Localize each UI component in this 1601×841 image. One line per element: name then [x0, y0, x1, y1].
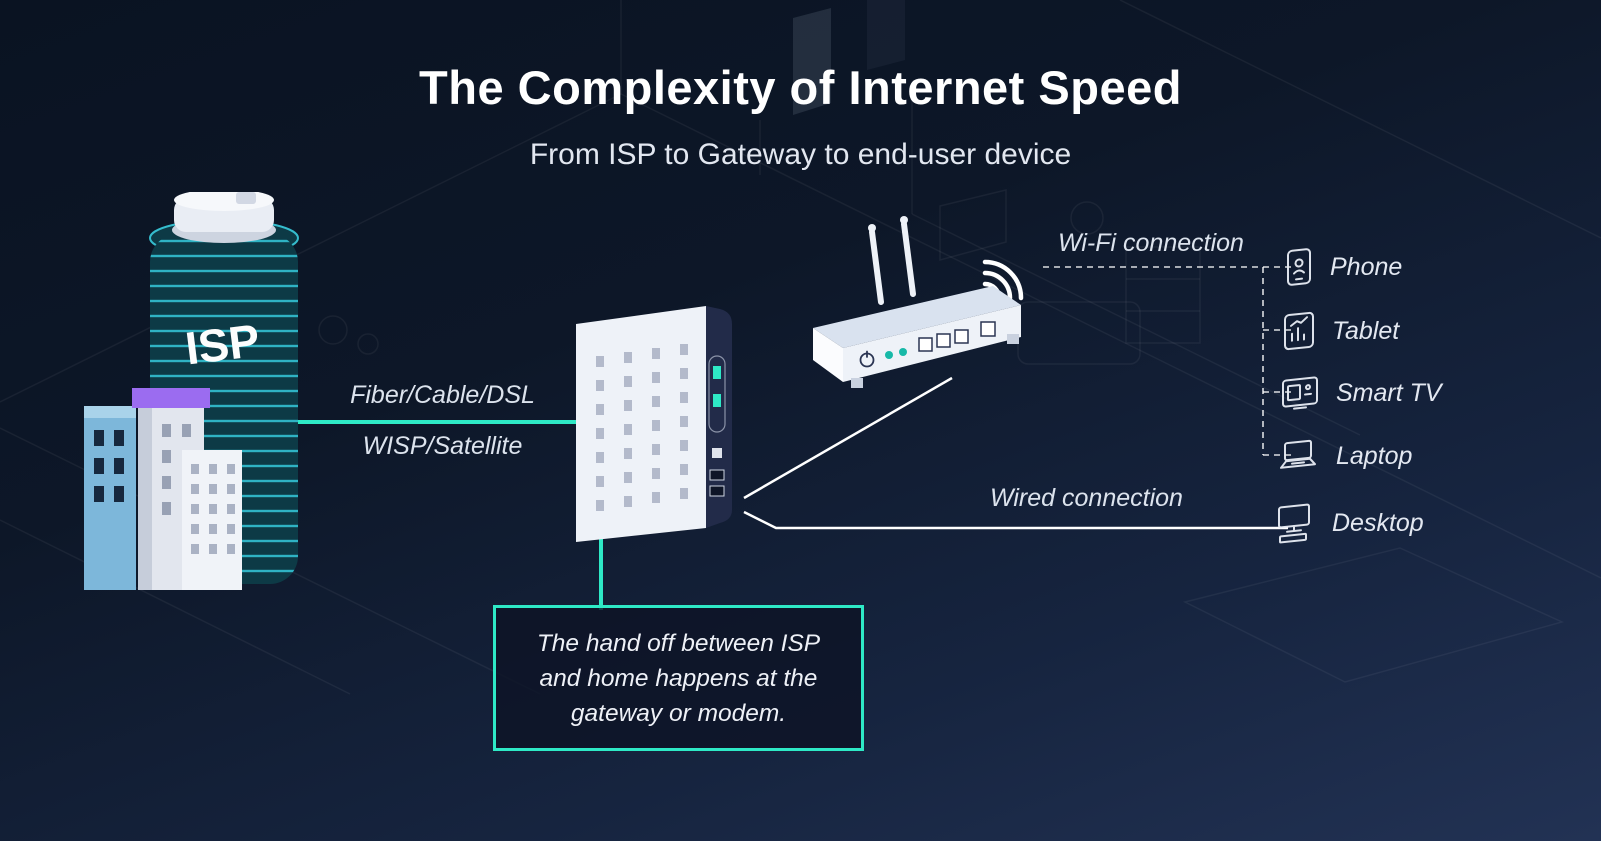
modem-led — [713, 366, 721, 379]
device-label: Laptop — [1336, 441, 1413, 470]
device-label: Desktop — [1332, 508, 1424, 537]
router-antenna — [868, 216, 916, 305]
tablet-icon — [1282, 309, 1316, 353]
device-row-smart-tv: Smart TV — [1280, 370, 1442, 416]
router-ports — [918, 321, 996, 352]
wired-connection-line — [743, 510, 1288, 530]
wifi-dashed-line — [1043, 266, 1292, 456]
isp-label: ISP — [182, 314, 262, 375]
device-row-laptop: Laptop — [1276, 433, 1412, 479]
device-label: Smart TV — [1336, 378, 1442, 407]
device-label: Phone — [1330, 252, 1403, 281]
callout-line: gateway or modem. — [570, 699, 787, 727]
router-power-icon — [859, 350, 875, 368]
laptop-icon — [1276, 437, 1320, 476]
router-illustration — [813, 216, 1021, 388]
desktop-icon — [1272, 501, 1316, 546]
router-top-face — [813, 286, 1021, 348]
callout-line: and home happens at the — [539, 664, 818, 692]
device-row-phone: Phone — [1284, 244, 1402, 290]
router-led — [899, 348, 907, 356]
modem-front — [576, 306, 706, 542]
modem-button — [712, 448, 722, 458]
wired-connection-label: Wired connection — [990, 484, 1183, 512]
page-subtitle: From ISP to Gateway to end-user device — [529, 138, 1072, 171]
front-white-building — [182, 450, 242, 590]
gateway-callout: The hand off between ISP and home happen… — [493, 605, 864, 751]
device-row-tablet: Tablet — [1282, 308, 1399, 354]
page-title: The Complexity of Internet Speed — [419, 61, 1182, 114]
phone-icon — [1284, 245, 1314, 288]
modem-led — [713, 394, 721, 407]
fiber-label: Fiber/Cable/DSL — [350, 381, 535, 409]
blue-building — [84, 406, 136, 590]
isp-building-illustration: ISP — [84, 192, 299, 590]
smart-tv-icon — [1280, 373, 1320, 413]
device-row-desktop: Desktop — [1272, 500, 1424, 546]
wisp-label: WISP/Satellite — [362, 432, 523, 460]
modem-illustration — [576, 306, 732, 542]
device-label: Tablet — [1332, 316, 1400, 345]
wifi-connection-label: Wi-Fi connection — [1058, 229, 1244, 257]
router-left-face — [813, 328, 843, 382]
router-led — [885, 351, 893, 359]
modem-port — [709, 485, 725, 497]
modem-vents — [596, 344, 688, 511]
modem-port — [709, 469, 725, 481]
callout-line: The hand off between ISP — [536, 629, 821, 657]
